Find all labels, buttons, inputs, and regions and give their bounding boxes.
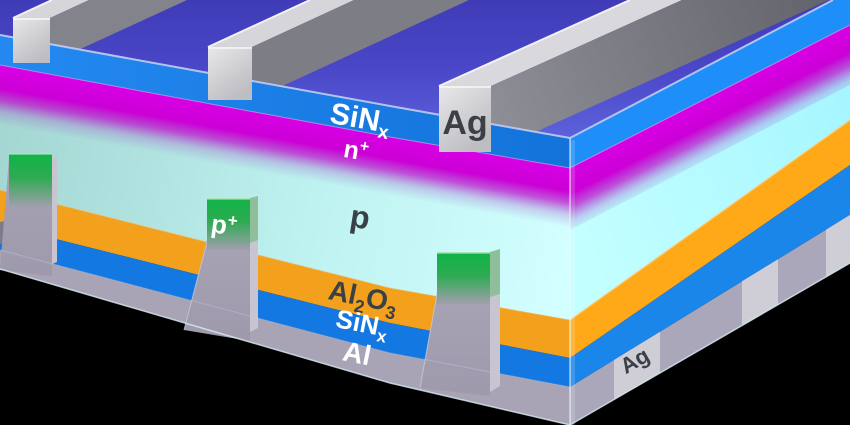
metal-column-2-outline <box>183 241 208 331</box>
passivation-edge-highlight-right <box>569 119 850 321</box>
emitter-label: n+ <box>341 135 370 167</box>
ag-finger-2-highlight <box>207 0 311 48</box>
ag-finger-2-side-face <box>252 0 469 100</box>
metal-top-edge-highlight <box>0 249 571 388</box>
ag-finger-1-highlight <box>12 0 53 19</box>
ag-finger-2-front-face <box>208 47 252 100</box>
rear-ag-pad-1 <box>614 331 660 400</box>
p-plus-cap-1 <box>9 153 52 207</box>
capping-layer-right-face <box>570 165 850 387</box>
metal-column-1-side <box>52 157 57 264</box>
passivation-label: Al2O3 <box>325 274 401 323</box>
ag-finger-1-front-face <box>13 18 50 63</box>
ag-finger-3-top-face <box>439 0 682 86</box>
bottom-edge-highlight <box>0 262 850 426</box>
bsf-label: p+ <box>209 208 239 241</box>
emitter-layer-front-face <box>0 65 570 228</box>
metal-column-3-side <box>490 289 500 392</box>
arc-layer-right-face <box>570 0 850 168</box>
metal-column-3 <box>420 292 490 396</box>
p-plus-cap-2-side <box>250 196 258 243</box>
ag-finger-1 <box>12 0 187 63</box>
arc-layer-front-face <box>0 35 570 168</box>
ag-finger-2 <box>207 0 469 100</box>
p-plus-cap-3-side <box>490 249 500 297</box>
rear-ag-pad-2 <box>742 259 778 326</box>
p-plus-cap-2 <box>207 198 250 250</box>
bottom-strip <box>0 425 850 448</box>
emitter-layer-right-face <box>570 25 850 230</box>
front-contact-label: Ag <box>442 104 487 142</box>
metal-label: Al <box>340 336 374 372</box>
ag-finger-3 <box>438 0 829 152</box>
ag-finger-3-highlight <box>438 0 631 87</box>
rear-ag-pad-3 <box>826 214 850 277</box>
p-plus-cap-3 <box>437 252 490 304</box>
metal-column-2-side <box>250 238 258 332</box>
passivation-layer-front-face <box>0 190 570 358</box>
emitter-edge-highlight <box>0 24 850 169</box>
ag-finger-3-front-face <box>439 86 491 152</box>
ag-finger-1-top-face <box>13 0 89 18</box>
ag-finger-2-top-face <box>208 0 354 47</box>
metal-column-2 <box>184 240 250 341</box>
passivation-edge-highlight-front <box>0 189 571 321</box>
passivation-layer-right-face <box>570 120 850 358</box>
ag-finger-1-side-face <box>50 0 187 63</box>
metal-column-3-outline <box>419 293 438 389</box>
ag-finger-3-side-face <box>491 0 829 152</box>
